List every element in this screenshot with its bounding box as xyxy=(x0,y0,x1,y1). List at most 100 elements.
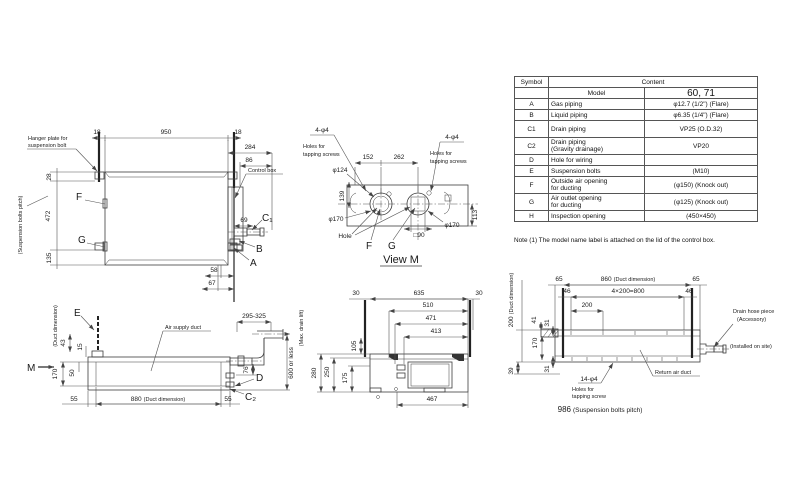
dim-43: 43 xyxy=(60,339,67,347)
side-view: 30 635 30 510 471 413 105 280 250 175 46… xyxy=(311,290,483,408)
table-value: (M10) xyxy=(644,165,758,177)
opening-G-square xyxy=(410,196,426,212)
dim-67: 67 xyxy=(208,280,216,287)
label-F: F xyxy=(366,241,372,252)
drain-hose-label-2: (Accessory) xyxy=(737,317,766,323)
dim-471: 471 xyxy=(426,315,437,322)
rear-unit-body xyxy=(554,329,701,363)
hanger-plate-label2: suspension bolt xyxy=(28,143,67,149)
dim-phi124: φ124 xyxy=(332,167,347,174)
dim-250: 250 xyxy=(324,366,331,377)
table-symbol: H xyxy=(514,210,549,222)
view-m: 152 262 φ124 139 φ170 Hole F G □90 φ170 … xyxy=(303,127,479,267)
dim-28: 28 xyxy=(46,173,53,181)
dim-15: 15 xyxy=(77,343,84,351)
table-model-value: 60, 71 xyxy=(644,87,758,99)
table-note: Note (1) The model name label is attache… xyxy=(514,237,715,244)
table-value: VP25 (O.D.32) xyxy=(644,120,758,138)
dim-phi170-right: φ170 xyxy=(444,222,459,229)
front-view: E M (Duct dimension) 43 15 170 50 Air su… xyxy=(27,305,305,407)
table-label: Gas piping xyxy=(548,98,645,110)
drain-hose-label: Drain hose piece xyxy=(733,309,774,315)
label-E: E xyxy=(74,308,81,319)
table-label: Inspection opening xyxy=(548,210,645,222)
table-value: φ12.7 (1/2") (Flare) xyxy=(644,98,758,110)
dim-635: 635 xyxy=(414,290,425,297)
dim-69: 69 xyxy=(240,217,248,224)
dim-58: 58 xyxy=(210,267,218,274)
dim-31-bottom: 31 xyxy=(544,365,551,373)
dim-65-right: 65 xyxy=(692,276,700,283)
table-symbol: F xyxy=(514,176,549,194)
table-header-symbol: Symbol xyxy=(514,76,549,88)
label-C1: C₁ xyxy=(262,213,273,224)
dim-phi170-left: φ170 xyxy=(328,216,343,223)
dim-113: 113 xyxy=(472,209,479,220)
dim-65-left: 65 xyxy=(555,276,563,283)
tapping-screw-callout-2: Holes for xyxy=(572,387,594,393)
dim-950: 950 xyxy=(161,129,172,136)
dim-135: 135 xyxy=(46,252,53,263)
table-value: VP20 xyxy=(644,137,758,155)
dim-262: 262 xyxy=(394,154,405,161)
dim-175: 175 xyxy=(342,372,349,383)
label-B: B xyxy=(256,244,263,255)
dim-105: 105 xyxy=(351,340,358,351)
hanger-plate xyxy=(227,171,238,180)
table-header-content: Content xyxy=(548,76,758,88)
table-symbol: D xyxy=(514,154,549,166)
duct-dimension-note: (Duct dimension) xyxy=(53,305,59,347)
tapping-callout-right-2: Holes for xyxy=(430,151,452,157)
installed-on-site-label: (Installed on site) xyxy=(730,344,772,350)
table-model-label: Model xyxy=(548,87,645,99)
dim-4x200: 4×200=800 xyxy=(612,288,645,295)
view-m-title: View M xyxy=(383,254,419,266)
dim-76: 76 xyxy=(243,366,250,374)
label-F: F xyxy=(76,192,82,203)
suspension-pitch-note: (Suspension bolts pitch) xyxy=(18,195,24,254)
dim-31-top: 31 xyxy=(544,319,551,327)
dim-880: 880(Duct dimension) xyxy=(131,396,186,403)
dim-square90: □90 xyxy=(413,232,425,239)
tapping-callout-left-2: Holes for xyxy=(303,144,325,150)
tapping-callout-left-3: tapping screws xyxy=(303,152,340,158)
dim-50: 50 xyxy=(69,369,76,377)
dim-280: 280 xyxy=(311,367,318,378)
table-label: Drain piping xyxy=(548,120,645,138)
table-value xyxy=(644,154,758,166)
dim-152: 152 xyxy=(363,154,374,161)
tapping-screw-callout: 14-φ4 xyxy=(580,376,598,383)
table-symbol: G xyxy=(514,193,549,211)
return-air-duct-label: Return air duct xyxy=(655,370,692,376)
dim-46-left: 46 xyxy=(563,288,571,295)
table-symbol: C2 xyxy=(514,137,549,155)
dim-39: 39 xyxy=(508,367,515,375)
tapping-callout-right-3: tapping screws xyxy=(430,159,467,165)
table-value: (φ125) (Knock out) xyxy=(644,193,758,211)
symbol-table: Symbol Content Model 60, 71 A Gas piping… xyxy=(514,76,758,222)
tapping-callout-left: 4-φ4 xyxy=(315,127,329,134)
label-C2: C₂ xyxy=(245,392,256,403)
dim-413: 413 xyxy=(431,328,442,335)
front-unit-body xyxy=(87,356,231,391)
label-A: A xyxy=(250,258,257,269)
max-drain-lift-note: (Max. drain lift) xyxy=(299,310,305,347)
table-value: φ6.35 (1/4") (Flare) xyxy=(644,109,758,121)
plan-view: 18 950 18 284 86 69 58 67 28 472 135 (Su… xyxy=(18,129,283,302)
label-G: G xyxy=(78,235,86,246)
dim-170: 170 xyxy=(532,337,539,348)
dim-295-325: 295-325 xyxy=(242,313,266,320)
dim-55-left: 55 xyxy=(70,396,78,403)
dim-467: 467 xyxy=(427,396,438,403)
hanger-plate xyxy=(91,350,104,358)
tapping-screw-callout-3: tapping screw xyxy=(572,394,606,400)
dim-46-right: 46 xyxy=(685,288,693,295)
hanger-plate-label: Hanger plate for xyxy=(28,136,68,142)
opening-F-inner xyxy=(372,195,390,213)
label-D: D xyxy=(256,373,263,384)
dim-30-left: 30 xyxy=(352,290,360,297)
dim-18-left: 18 xyxy=(93,129,101,136)
